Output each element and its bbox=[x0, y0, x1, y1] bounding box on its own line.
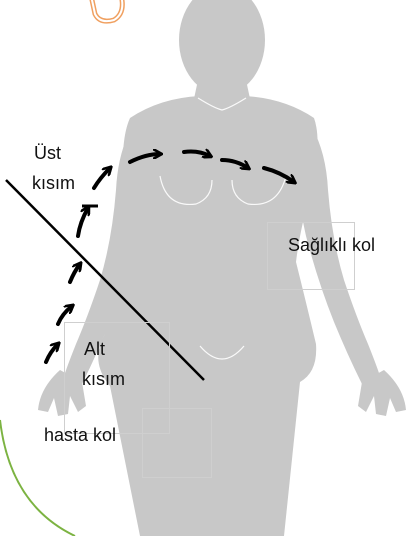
drainage-arrow-icon bbox=[70, 264, 80, 282]
drainage-arrow-icon bbox=[46, 344, 58, 362]
upper-part-label-line2: kısım bbox=[32, 174, 75, 192]
healthy-arm-box bbox=[267, 222, 355, 290]
healthy-arm-label: Sağlıklı kol bbox=[288, 236, 375, 254]
drainage-arrow-icon bbox=[94, 168, 110, 188]
affected-arm-label: hasta kol bbox=[44, 426, 116, 444]
corner-logo-icon bbox=[92, 0, 122, 21]
affected-arm-box bbox=[142, 408, 212, 478]
lower-part-label-line2: kısım bbox=[82, 370, 125, 388]
upper-part-label-line1: Üst bbox=[34, 144, 61, 162]
lower-part-label-line1: Alt bbox=[84, 340, 105, 358]
drainage-arrow-icon bbox=[78, 208, 88, 236]
